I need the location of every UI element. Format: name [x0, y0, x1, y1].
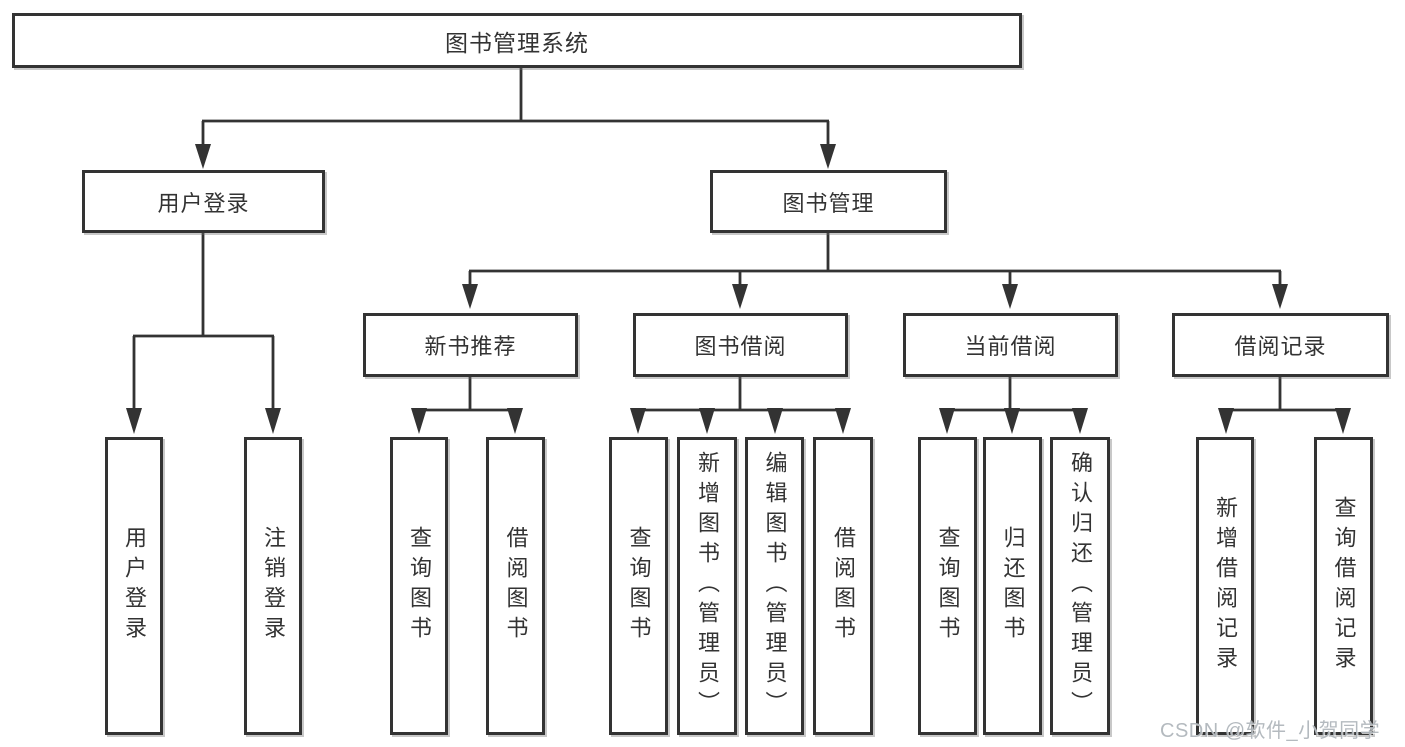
node-label: 确认归还（管理员）: [1068, 451, 1093, 721]
node-label: 图书管理: [782, 190, 875, 216]
node-confirm-return-admin: 确认归还（管理员）: [1050, 437, 1110, 735]
node-borrow-books-recommend: 借阅图书: [486, 437, 545, 735]
node-user-login-action: 用户登录: [105, 437, 163, 735]
node-label: 图书管理系统: [445, 29, 589, 56]
node-add-book-admin: 新增图书（管理员）: [677, 437, 737, 735]
csdn-watermark: CSDN @软件_小贺同学: [1160, 720, 1381, 742]
node-book-management: 图书管理: [710, 170, 947, 233]
node-new-book-recommend: 新书推荐: [363, 313, 578, 377]
node-label: 新书推荐: [424, 334, 517, 359]
node-label: 用户登录: [122, 526, 147, 646]
arrowheads: [126, 144, 1351, 434]
node-edit-book-admin: 编辑图书（管理员）: [745, 437, 804, 735]
node-query-books-recommend: 查询图书: [390, 437, 448, 735]
node-current-borrowing: 当前借阅: [903, 313, 1118, 377]
node-query-books-borrowing: 查询图书: [609, 437, 668, 735]
node-label: 当前借阅: [964, 334, 1057, 359]
node-label: 查询借阅记录: [1331, 496, 1357, 676]
node-label: 查询图书: [407, 526, 432, 646]
node-label: 借阅图书: [831, 526, 856, 646]
node-label: 编辑图书（管理员）: [762, 451, 788, 721]
node-label: 借阅记录: [1234, 334, 1327, 359]
node-query-books-current: 查询图书: [918, 437, 977, 735]
node-label: 归还图书: [1000, 526, 1026, 646]
node-label: 新增借阅记录: [1213, 496, 1238, 676]
node-add-borrow-record: 新增借阅记录: [1196, 437, 1254, 735]
node-logout-action: 注销登录: [244, 437, 302, 735]
node-user-login: 用户登录: [82, 170, 325, 233]
node-return-book: 归还图书: [983, 437, 1042, 735]
node-borrow-books-borrowing: 借阅图书: [813, 437, 873, 735]
node-label: 查询图书: [935, 526, 961, 646]
node-book-borrowing: 图书借阅: [633, 313, 848, 377]
node-label: 图书借阅: [694, 334, 787, 359]
node-query-borrow-record: 查询借阅记录: [1314, 437, 1373, 735]
node-label: 注销登录: [261, 526, 286, 646]
node-borrowing-records: 借阅记录: [1172, 313, 1389, 377]
node-label: 借阅图书: [503, 526, 529, 646]
node-label: 用户登录: [157, 190, 250, 216]
node-label: 新增图书（管理员）: [695, 451, 720, 721]
node-library-management-system: 图书管理系统: [12, 13, 1022, 68]
node-label: 查询图书: [626, 526, 652, 646]
